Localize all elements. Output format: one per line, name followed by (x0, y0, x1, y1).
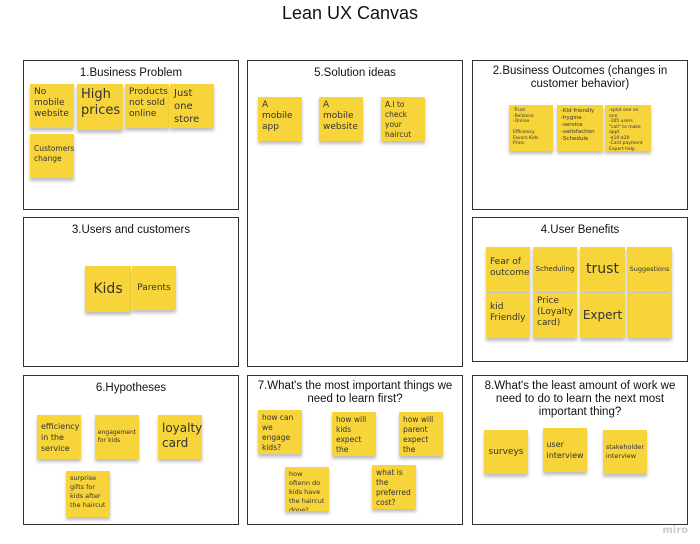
sticky-note[interactable]: trust (580, 247, 625, 292)
sticky-note[interactable]: how can we engage kids? (258, 410, 302, 454)
panel-title: 3.Users and customers (71, 224, 191, 236)
sticky-note[interactable]: Scheduling (533, 247, 577, 292)
sticky-note[interactable]: how will kids expect the process? (332, 412, 376, 456)
sticky-note[interactable]: -Trust -Reliance -Online Efficiency Favo… (509, 105, 553, 151)
panel-title: 2.Business Outcomes (changes in customer… (492, 65, 668, 90)
sticky-note[interactable]: High prices (77, 84, 123, 130)
sticky-note[interactable]: Suggestions (627, 247, 672, 292)
panel-title: 8.What's the least amount of work we nee… (484, 380, 676, 418)
sticky-note[interactable]: Price (Loyalty card) (533, 293, 577, 338)
sticky-note[interactable]: Kids (85, 266, 131, 312)
sticky-note[interactable]: -Kid friendly -hygine -service -satisfac… (557, 105, 603, 151)
sticky-note[interactable]: how will parent expect the process (399, 412, 443, 456)
sticky-note[interactable]: -splot one on one -105 users "call" to m… (605, 105, 651, 151)
sticky-note[interactable]: A mobile app (258, 97, 302, 141)
sticky-note[interactable]: A.I to check your haircut prior (381, 97, 425, 141)
page-title: Lean UX Canvas (281, 3, 419, 23)
sticky-note[interactable]: Expert (580, 293, 625, 338)
panel-title: 1.Business Problem (79, 67, 183, 79)
miro-watermark: miro (662, 525, 688, 536)
sticky-note[interactable]: kid Friendly (486, 293, 530, 338)
sticky-note[interactable]: what is the preferred cost? (372, 465, 416, 509)
sticky-note[interactable]: No mobile website (30, 84, 74, 128)
sticky-note[interactable]: surprise gifts for kids after the haircu… (66, 471, 110, 517)
sticky-note[interactable]: loyalty card (158, 415, 202, 459)
sticky-note[interactable]: Products not sold online (125, 84, 169, 128)
sticky-note-blank[interactable] (627, 293, 672, 338)
sticky-note[interactable]: surveys (484, 430, 528, 474)
sticky-note[interactable]: how oftenn do kids have the haircut done… (285, 467, 329, 511)
sticky-note[interactable]: A mobile website (319, 97, 363, 141)
panel-title: 5.Solution ideas (314, 67, 396, 79)
panel-users-customers: 3.Users and customers (23, 217, 239, 367)
sticky-note[interactable]: efficiency in the service (37, 415, 81, 459)
panel-title: 7.What's the most important things we ne… (257, 380, 453, 405)
sticky-note[interactable]: Just one store (170, 84, 214, 128)
sticky-note[interactable]: Fear of outcome (486, 247, 530, 292)
sticky-note[interactable]: Customers change (30, 134, 74, 178)
sticky-note[interactable]: stakeholder interview (603, 430, 647, 474)
sticky-note[interactable]: engagement for kids (95, 415, 139, 459)
panel-title: 6.Hypotheses (95, 382, 167, 394)
sticky-note[interactable]: user interview (543, 428, 587, 472)
sticky-note[interactable]: Parents (132, 266, 176, 310)
panel-title: 4.User Benefits (540, 224, 620, 236)
